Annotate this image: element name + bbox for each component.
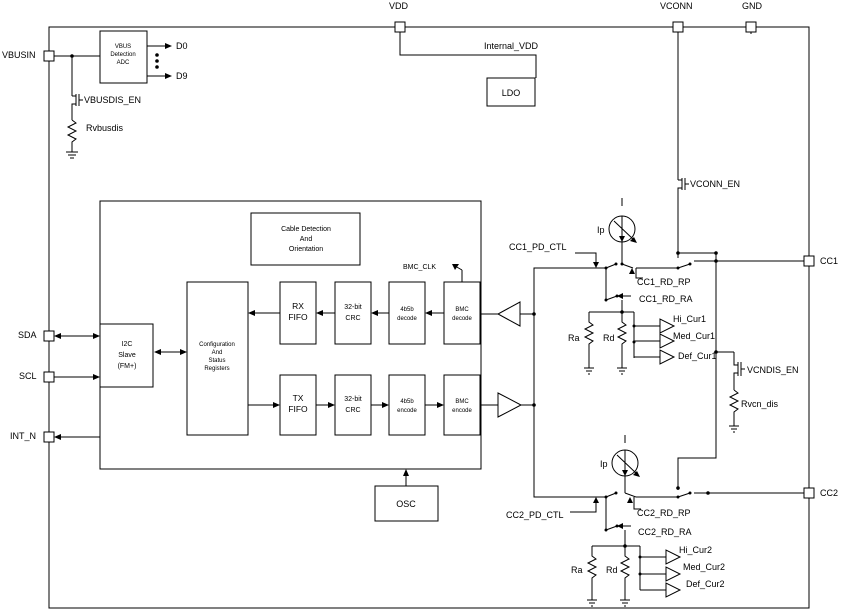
svg-text:32-bit: 32-bit [344, 304, 362, 311]
svg-text:FIFO: FIFO [288, 404, 308, 414]
vbus-d0-label: D0 [176, 41, 188, 51]
cc2-rd-ra-label: CC2_RD_RA [638, 527, 692, 537]
cc2-def-cur-label: Def_Cur2 [686, 579, 725, 589]
cc2-rd-label: Rd [606, 565, 618, 575]
svg-text:decode: decode [397, 316, 417, 322]
pin-gnd-label: GND [742, 1, 763, 11]
svg-text:decode: decode [452, 316, 472, 322]
cc1-hi-cur-label: Hi_Cur1 [673, 314, 706, 324]
cc1-rd-rp-label: CC1_RD_RP [637, 277, 691, 287]
cc1-rd-label: Rd [603, 333, 615, 343]
svg-text:Orientation: Orientation [289, 246, 323, 253]
cc2-rd-rp-label: CC2_RD_RP [637, 508, 691, 518]
cc2-comparators [665, 549, 682, 598]
svg-text:BMC: BMC [455, 399, 469, 405]
svg-text:VBUS: VBUS [115, 44, 131, 50]
svg-text:FIFO: FIFO [288, 312, 308, 322]
bmc-encode-block: BMC encode [443, 374, 481, 436]
rvbusdis-label: Rvbusdis [86, 123, 124, 133]
svg-text:ADC: ADC [117, 60, 130, 66]
rx-fifo-block: RX FIFO [279, 281, 317, 345]
bmc-decode-block: BMC decode [443, 281, 481, 345]
tx-4b5b-encode-block: 4b5b encode [388, 374, 426, 436]
vbusdis-en-label: VBUSDIS_EN [84, 95, 141, 105]
pin-vconn-label: VCONN [660, 1, 693, 11]
tx-fifo-block: TX FIFO [279, 374, 317, 436]
pin-vbusin: VBUSIN [2, 50, 55, 62]
svg-text:TX: TX [293, 393, 304, 403]
bmc-clk-label: BMC_CLK [403, 264, 436, 271]
cc2-hi-cur-label: Hi_Cur2 [679, 545, 712, 555]
svg-text:LDO: LDO [502, 88, 521, 98]
rx-crc-block: 32-bit CRC [334, 281, 372, 345]
svg-text:32-bit: 32-bit [344, 396, 362, 403]
svg-text:CRC: CRC [345, 407, 360, 414]
cc1-comparators [659, 318, 676, 365]
pin-cc2-label: CC2 [820, 488, 838, 498]
pin-cc1: CC1 [803, 255, 838, 267]
i2c-slave-block: I2C Slave (FM+) [99, 323, 154, 388]
vconn-en-label: VCONN_EN [690, 179, 740, 189]
pin-scl-label: SCL [19, 371, 37, 381]
pin-int-n-label: INT_N [10, 431, 36, 441]
vbus-d9-label: D9 [176, 71, 188, 81]
cc2-pd-ctl-label: CC2_PD_CTL [506, 510, 564, 520]
rx-4b5b-decode-block: 4b5b decode [388, 281, 426, 345]
cc1-def-cur-label: Def_Cur1 [678, 351, 717, 361]
pin-cc2: CC2 [803, 487, 838, 499]
tx-crc-block: 32-bit CRC [334, 374, 372, 436]
svg-text:Detection: Detection [110, 52, 135, 58]
pin-sda: SDA [18, 330, 55, 342]
pin-cc1-label: CC1 [820, 256, 838, 266]
rvcn-dis-label: Rvcn_dis [741, 399, 779, 409]
cc1-pd-ctl-label: CC1_PD_CTL [509, 242, 567, 252]
rx-buffer [496, 301, 521, 327]
pin-vbusin-label: VBUSIN [2, 50, 36, 60]
cc1-rd-ra-label: CC1_RD_RA [639, 294, 693, 304]
svg-text:And: And [300, 236, 313, 243]
cc1-ip-label: Ip [597, 225, 605, 235]
pin-scl: SCL [19, 371, 55, 383]
pin-vdd-label: VDD [389, 1, 409, 11]
svg-text:Slave: Slave [118, 352, 136, 359]
cc2-ra-label: Ra [571, 565, 583, 575]
vcndis-en-label: VCNDIS_EN [747, 365, 799, 375]
svg-text:4b5b: 4b5b [400, 399, 414, 405]
svg-text:(FM+): (FM+) [118, 363, 137, 370]
cc2-ip-label: Ip [600, 459, 608, 469]
pin-sda-label: SDA [18, 330, 37, 340]
cc1-med-cur-label: Med_Cur1 [673, 331, 715, 341]
svg-text:Configuration: Configuration [199, 342, 235, 348]
svg-text:encode: encode [397, 408, 417, 414]
cc1-ra-label: Ra [568, 333, 580, 343]
svg-text:Registers: Registers [204, 366, 229, 372]
pin-int-n: INT_N [10, 431, 55, 443]
svg-text:I2C: I2C [122, 341, 133, 348]
tx-buffer [497, 392, 523, 418]
svg-text:RX: RX [292, 301, 304, 311]
config-registers-block: Configuration And Status Registers [186, 281, 249, 436]
svg-text:encode: encode [452, 408, 472, 414]
svg-text:Cable Detection: Cable Detection [281, 226, 331, 233]
osc-block: OSC [374, 485, 439, 522]
chip-outline [48, 26, 810, 609]
vbus-detection-adc: VBUS Detection ADC [99, 30, 148, 84]
svg-text:And: And [212, 350, 223, 356]
internal-vdd-label: Internal_VDD [484, 41, 539, 51]
svg-text:BMC: BMC [455, 307, 469, 313]
svg-text:CRC: CRC [345, 315, 360, 322]
svg-text:OSC: OSC [396, 499, 416, 509]
svg-text:Status: Status [208, 358, 225, 364]
cable-detection-block: Cable Detection And Orientation [250, 212, 361, 266]
cc2-med-cur-label: Med_Cur2 [683, 562, 725, 572]
ldo-block: LDO [486, 77, 536, 107]
svg-text:4b5b: 4b5b [400, 307, 414, 313]
